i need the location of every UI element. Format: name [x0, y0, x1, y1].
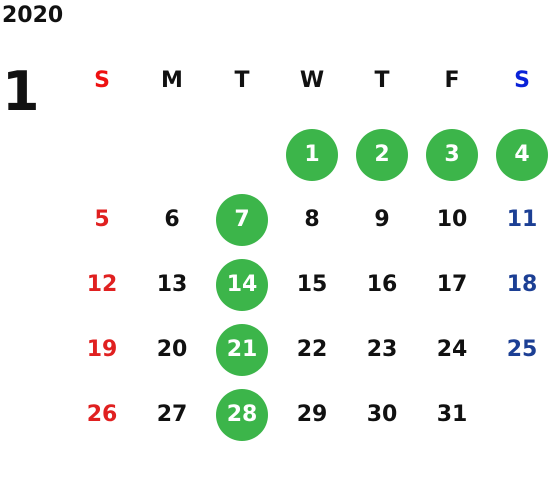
day-cell-highlighted: 14: [207, 252, 277, 317]
day-cell: 17: [417, 252, 487, 317]
day-cell-highlighted: 21: [207, 317, 277, 382]
year-label: 2020: [2, 3, 64, 28]
day-number: 27: [156, 402, 188, 427]
day-number: 14: [226, 272, 258, 297]
day-number: 21: [226, 337, 258, 362]
day-number: 28: [226, 402, 258, 427]
day-cell: 31: [417, 382, 487, 447]
weekday-header-tue: T: [234, 67, 250, 93]
day-cell-highlighted: 1: [277, 122, 347, 187]
day-number: 19: [86, 337, 118, 362]
day-number: 11: [506, 207, 538, 232]
day-number: 7: [234, 207, 250, 232]
day-cell: 9: [347, 187, 417, 252]
day-cell: 24: [417, 317, 487, 382]
day-cell: 19: [67, 317, 137, 382]
weekday-header-wed: W: [299, 67, 325, 93]
weekday-header-thu: T: [374, 67, 390, 93]
day-cell: 11: [487, 187, 548, 252]
day-cell: 8: [277, 187, 347, 252]
day-cell: 18: [487, 252, 548, 317]
day-cell: 25: [487, 317, 548, 382]
day-number: 26: [86, 402, 118, 427]
day-number: 1: [304, 142, 320, 167]
day-number: 12: [86, 272, 118, 297]
day-number: 10: [436, 207, 468, 232]
day-cell: [487, 382, 548, 447]
day-cell: 10: [417, 187, 487, 252]
day-cell: 5: [67, 187, 137, 252]
day-cell: 29: [277, 382, 347, 447]
day-number: 3: [444, 142, 460, 167]
day-cell: 20: [137, 317, 207, 382]
day-number: 9: [374, 207, 390, 232]
day-number: 6: [164, 207, 180, 232]
day-cell-highlighted: 2: [347, 122, 417, 187]
day-number: 16: [366, 272, 398, 297]
day-cell: [137, 122, 207, 187]
day-cell: 13: [137, 252, 207, 317]
day-cell: 23: [347, 317, 417, 382]
day-number: 23: [366, 337, 398, 362]
day-number: 20: [156, 337, 188, 362]
day-cell: [67, 122, 137, 187]
day-number: 8: [304, 207, 320, 232]
day-number: 25: [506, 337, 538, 362]
day-cell: 22: [277, 317, 347, 382]
day-number: 24: [436, 337, 468, 362]
day-cell: 6: [137, 187, 207, 252]
day-number: 15: [296, 272, 328, 297]
day-cell-highlighted: 4: [487, 122, 548, 187]
day-number: 30: [366, 402, 398, 427]
day-number: 13: [156, 272, 188, 297]
day-number: 31: [436, 402, 468, 427]
day-number: 22: [296, 337, 328, 362]
day-cell: 15: [277, 252, 347, 317]
calendar-grid: S M T W T F S 1 2 3 4 5 6 7 8 9 10 11 12…: [67, 57, 548, 447]
day-number: 2: [374, 142, 390, 167]
month-number: 1: [2, 60, 40, 123]
day-cell-highlighted: 28: [207, 382, 277, 447]
weekday-header-sat: S: [514, 67, 530, 93]
day-cell: 12: [67, 252, 137, 317]
day-number: 18: [506, 272, 538, 297]
weekday-header-mon: M: [161, 67, 183, 93]
day-cell: 27: [137, 382, 207, 447]
day-number: 17: [436, 272, 468, 297]
day-cell-highlighted: 7: [207, 187, 277, 252]
day-cell: 26: [67, 382, 137, 447]
day-number: 4: [514, 142, 530, 167]
day-cell: 16: [347, 252, 417, 317]
weekday-header-fri: F: [444, 67, 460, 93]
day-cell-highlighted: 3: [417, 122, 487, 187]
day-cell: 30: [347, 382, 417, 447]
day-number: 5: [94, 207, 110, 232]
day-number: 29: [296, 402, 328, 427]
weekday-header-sun: S: [94, 67, 110, 93]
day-cell: [207, 122, 277, 187]
